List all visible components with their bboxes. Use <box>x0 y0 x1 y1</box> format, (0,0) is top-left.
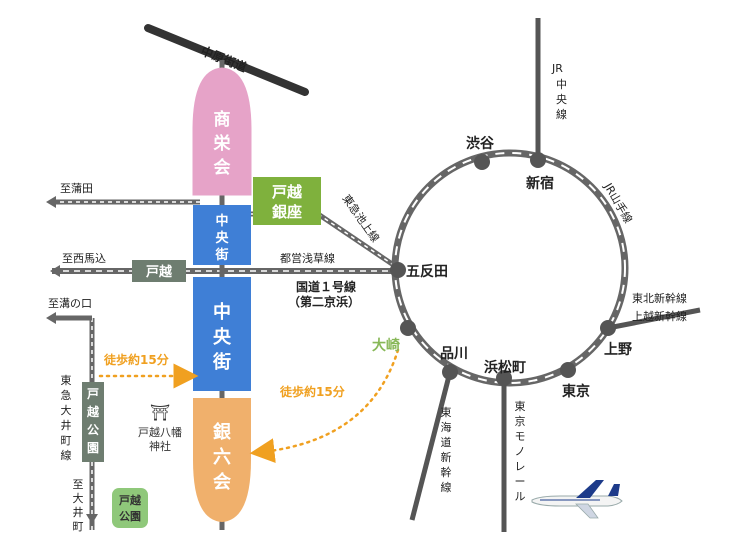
svg-text:京: 京 <box>515 414 526 428</box>
svg-text:中: 中 <box>215 213 228 229</box>
svg-text:中: 中 <box>556 78 567 91</box>
svg-text:レ: レ <box>515 460 526 473</box>
walk-left-label: 徒歩約15分 <box>103 352 169 367</box>
arrow-kamata-label: 至蒲田 <box>60 181 93 195</box>
svg-text:井: 井 <box>61 418 72 432</box>
ikegami-label: 東急池上線 <box>340 192 383 245</box>
svg-text:中: 中 <box>213 301 231 323</box>
togoshi-koen-station[interactable] <box>82 382 104 462</box>
svg-text:急: 急 <box>61 388 72 402</box>
svg-text:央: 央 <box>213 326 232 348</box>
svg-text:ノ: ノ <box>515 445 526 458</box>
station-shinjuku[interactable]: 新宿 <box>526 175 554 192</box>
svg-text:街: 街 <box>214 247 228 263</box>
arrow-mizonokuchi-icon <box>46 312 56 324</box>
svg-text:栄: 栄 <box>213 133 232 154</box>
svg-text:町: 町 <box>61 434 72 447</box>
kokudo-label-1: 国道１号線 <box>296 279 356 294</box>
svg-text:東: 東 <box>61 374 72 387</box>
svg-text:ー: ー <box>515 475 526 488</box>
svg-text:線: 線 <box>556 107 567 121</box>
joetsu-shinkansen-label: 上越新幹線 <box>632 309 687 323</box>
togoshi-ginza-station[interactable] <box>253 177 321 225</box>
ginrokukai-block <box>193 398 251 522</box>
togoshi-koen-park <box>112 488 148 528</box>
monorail-label: 東 京 モ ノ レ ー ル <box>515 400 526 503</box>
walk-route-right <box>249 348 400 464</box>
station-gotanda[interactable]: 五反田 <box>406 263 448 280</box>
svg-text:街: 街 <box>212 351 231 373</box>
asakusa-label: 都営浅草線 <box>280 251 335 265</box>
tohoku-shinkansen-line <box>607 307 701 331</box>
arrow-nishimagome-label: 至西馬込 <box>62 252 106 265</box>
arrow-nishimagome-icon <box>50 265 60 277</box>
svg-text:大: 大 <box>61 403 72 417</box>
svg-text:線: 線 <box>61 448 72 462</box>
svg-text:幹: 幹 <box>441 465 452 479</box>
svg-text:モ: モ <box>515 430 526 443</box>
svg-text:至: 至 <box>73 478 84 491</box>
togoshi-ginza-label-2: 銀座 <box>272 203 302 221</box>
arrow-kamata-icon <box>46 196 56 208</box>
svg-text:ル: ル <box>515 490 526 503</box>
park-label-2: 公園 <box>119 510 141 523</box>
svg-text:JR: JR <box>551 62 563 75</box>
walk-right-label: 徒歩約15分 <box>279 384 345 399</box>
chuogai-big-block <box>193 277 251 391</box>
oimachi-line-label: 東 急 大 井 町 線 <box>61 374 72 462</box>
tokaido-shinkansen-line <box>409 371 453 521</box>
station-ueno[interactable]: 上野 <box>604 342 632 358</box>
station-tokyo[interactable]: 東京 <box>562 383 590 400</box>
arrow-oimachi-label: 至 大 井 町 <box>73 478 84 533</box>
nakahara-road <box>144 24 309 96</box>
svg-text:会: 会 <box>214 157 231 178</box>
svg-text:井: 井 <box>73 505 84 519</box>
shrine-icon: ⛩ <box>150 403 170 422</box>
station-dots <box>390 152 616 386</box>
kokudo-label-2: （第二京浜） <box>288 294 360 309</box>
park-label-1: 戸越 <box>119 493 142 507</box>
jr-chuo-label: JR 中 央 線 <box>551 62 567 121</box>
station-hamamatsucho[interactable]: 浜松町 <box>484 359 526 376</box>
shoeikai-label-1: 商 <box>214 109 231 130</box>
shoeikai-block <box>192 67 252 196</box>
svg-text:大: 大 <box>73 491 84 505</box>
svg-text:線: 線 <box>441 480 452 494</box>
svg-text:戸: 戸 <box>87 387 99 401</box>
tokaido-shinkansen-label: 東 海 道 新 幹 線 <box>441 406 452 494</box>
station-shibuya[interactable]: 渋谷 <box>466 135 495 152</box>
svg-text:公: 公 <box>87 423 99 437</box>
svg-text:央: 央 <box>215 230 229 246</box>
svg-text:銀: 銀 <box>213 421 231 443</box>
svg-text:海: 海 <box>441 420 452 434</box>
svg-text:越: 越 <box>86 404 100 419</box>
svg-text:道: 道 <box>441 435 452 449</box>
airplane-icon <box>531 480 623 519</box>
svg-text:東: 東 <box>515 400 526 413</box>
svg-text:東: 東 <box>441 406 452 419</box>
station-osaki[interactable]: 大崎 <box>372 337 400 354</box>
togoshi-station[interactable] <box>132 260 186 282</box>
arrow-mizonokuchi-label: 至溝の口 <box>48 297 92 310</box>
togoshi-ginza-label-1: 戸越 <box>272 183 303 201</box>
svg-text:町: 町 <box>73 520 84 533</box>
shrine-label-1: 戸越八幡 <box>138 425 182 439</box>
chuogai-small-block <box>193 205 251 265</box>
svg-text:会: 会 <box>213 471 231 493</box>
svg-text:六: 六 <box>213 446 231 468</box>
togoshi-station-label: 戸越 <box>146 264 173 280</box>
svg-text:園: 園 <box>87 441 99 455</box>
station-shinagawa[interactable]: 品川 <box>440 346 468 362</box>
arrow-oimachi-icon <box>86 514 98 524</box>
shrine-label-2: 神社 <box>149 439 171 453</box>
svg-text:央: 央 <box>556 93 567 106</box>
tohoku-shinkansen-label: 東北新幹線 <box>632 291 687 305</box>
svg-text:新: 新 <box>441 450 452 464</box>
